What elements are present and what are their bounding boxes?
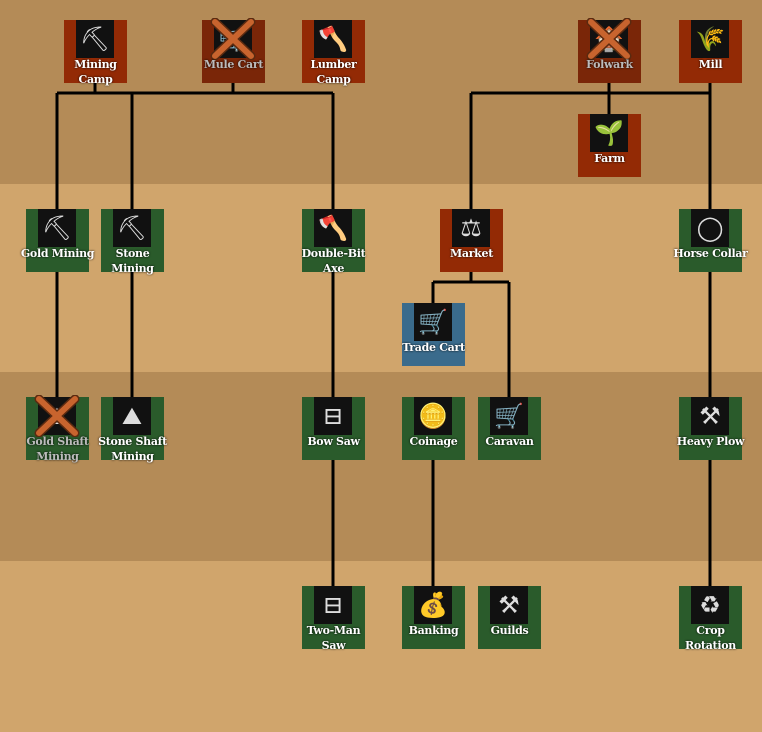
node-crop-rotation[interactable]: ♻Crop Rotation	[679, 586, 742, 652]
node-gold-shaft-mining[interactable]: ⛰Gold Shaft Mining	[26, 395, 89, 463]
node-folwark[interactable]: 🏠Folwark	[578, 18, 641, 83]
node-double-bit-axe[interactable]: 🪓Double-Bit Axe	[302, 209, 366, 275]
node-banking[interactable]: 💰Banking	[402, 586, 465, 649]
node-label: Gold Mining	[20, 247, 95, 260]
caravan-icon: 🛒	[490, 397, 528, 435]
node-label: Two-Man Saw	[306, 624, 361, 652]
node-guilds[interactable]: ⚒Guilds	[478, 586, 541, 649]
node-label: Stone Shaft Mining	[98, 435, 167, 463]
node-label: Gold Shaft Mining	[26, 435, 89, 463]
plow-icon: ⚒	[691, 397, 729, 435]
windmill-icon: 🌾	[691, 20, 729, 58]
node-label: Double-Bit Axe	[301, 247, 366, 275]
bow-saw-icon: ⊟	[314, 397, 352, 435]
node-lumber-camp[interactable]: 🪓Lumber Camp	[302, 20, 365, 86]
node-label: Mill	[698, 58, 723, 71]
node-label: Coinage	[409, 435, 458, 448]
trade-cart-icon: 🛒	[414, 303, 452, 341]
scales-icon: ⚖	[452, 209, 490, 247]
node-market[interactable]: ⚖Market	[440, 209, 503, 272]
saw-icon: ⊟	[314, 586, 352, 624]
pickaxe-icon: ⛏	[76, 20, 114, 58]
cart-icon: 🛒	[214, 20, 252, 58]
node-gold-mining[interactable]: ⛏Gold Mining	[21, 209, 94, 272]
tools-icon: ⚒	[490, 586, 528, 624]
coin-icon: 🪙	[414, 397, 452, 435]
node-coinage[interactable]: 🪙Coinage	[402, 397, 465, 460]
node-stone-mining[interactable]: ⛏Stone Mining	[101, 209, 164, 275]
node-label: Caravan	[485, 435, 534, 448]
folwark-icon: 🏠	[590, 20, 628, 58]
node-two-man-saw[interactable]: ⊟Two-Man Saw	[302, 586, 365, 652]
node-label: Farm	[594, 152, 625, 165]
node-label: Stone Mining	[111, 247, 154, 275]
gold-ore-icon: ⛏	[38, 209, 76, 247]
node-label: Horse Collar	[673, 247, 748, 260]
node-bow-saw[interactable]: ⊟Bow Saw	[302, 397, 365, 460]
node-label: Heavy Plow	[676, 435, 745, 448]
node-farm[interactable]: 🌱Farm	[578, 114, 641, 177]
coin-stack-icon: 💰	[414, 586, 452, 624]
rotation-icon: ♻	[691, 586, 729, 624]
age-band-imperial	[0, 561, 762, 732]
node-label: Market	[449, 247, 493, 260]
mine-shaft-icon: ⛰	[38, 397, 76, 435]
node-label: Guilds	[490, 624, 529, 637]
node-label: Crop Rotation	[685, 624, 736, 652]
node-label: Folwark	[586, 58, 633, 71]
mine-shaft-icon: ⛰	[113, 397, 151, 435]
axe-icon: 🪓	[314, 20, 352, 58]
node-mining-camp[interactable]: ⛏Mining Camp	[64, 20, 127, 86]
node-stone-shaft-mining[interactable]: ⛰Stone Shaft Mining	[98, 397, 167, 463]
node-caravan[interactable]: 🛒Caravan	[478, 397, 541, 460]
stone-ore-icon: ⛏	[113, 209, 151, 247]
node-label: Banking	[408, 624, 459, 637]
node-label: Lumber Camp	[310, 58, 357, 86]
node-mule-cart[interactable]: 🛒Mule Cart	[202, 18, 265, 83]
field-icon: 🌱	[590, 114, 628, 152]
node-mill[interactable]: 🌾Mill	[679, 20, 742, 83]
node-label: Trade Cart	[402, 341, 465, 354]
double-axe-icon: 🪓	[314, 209, 352, 247]
node-trade-cart[interactable]: 🛒Trade Cart	[402, 303, 465, 366]
node-label: Mule Cart	[203, 58, 264, 71]
node-label: Bow Saw	[307, 435, 360, 448]
node-heavy-plow[interactable]: ⚒Heavy Plow	[677, 397, 744, 460]
horse-collar-icon: ◯	[691, 209, 729, 247]
node-horse-collar[interactable]: ◯Horse Collar	[673, 209, 748, 272]
node-label: Mining Camp	[74, 58, 117, 86]
